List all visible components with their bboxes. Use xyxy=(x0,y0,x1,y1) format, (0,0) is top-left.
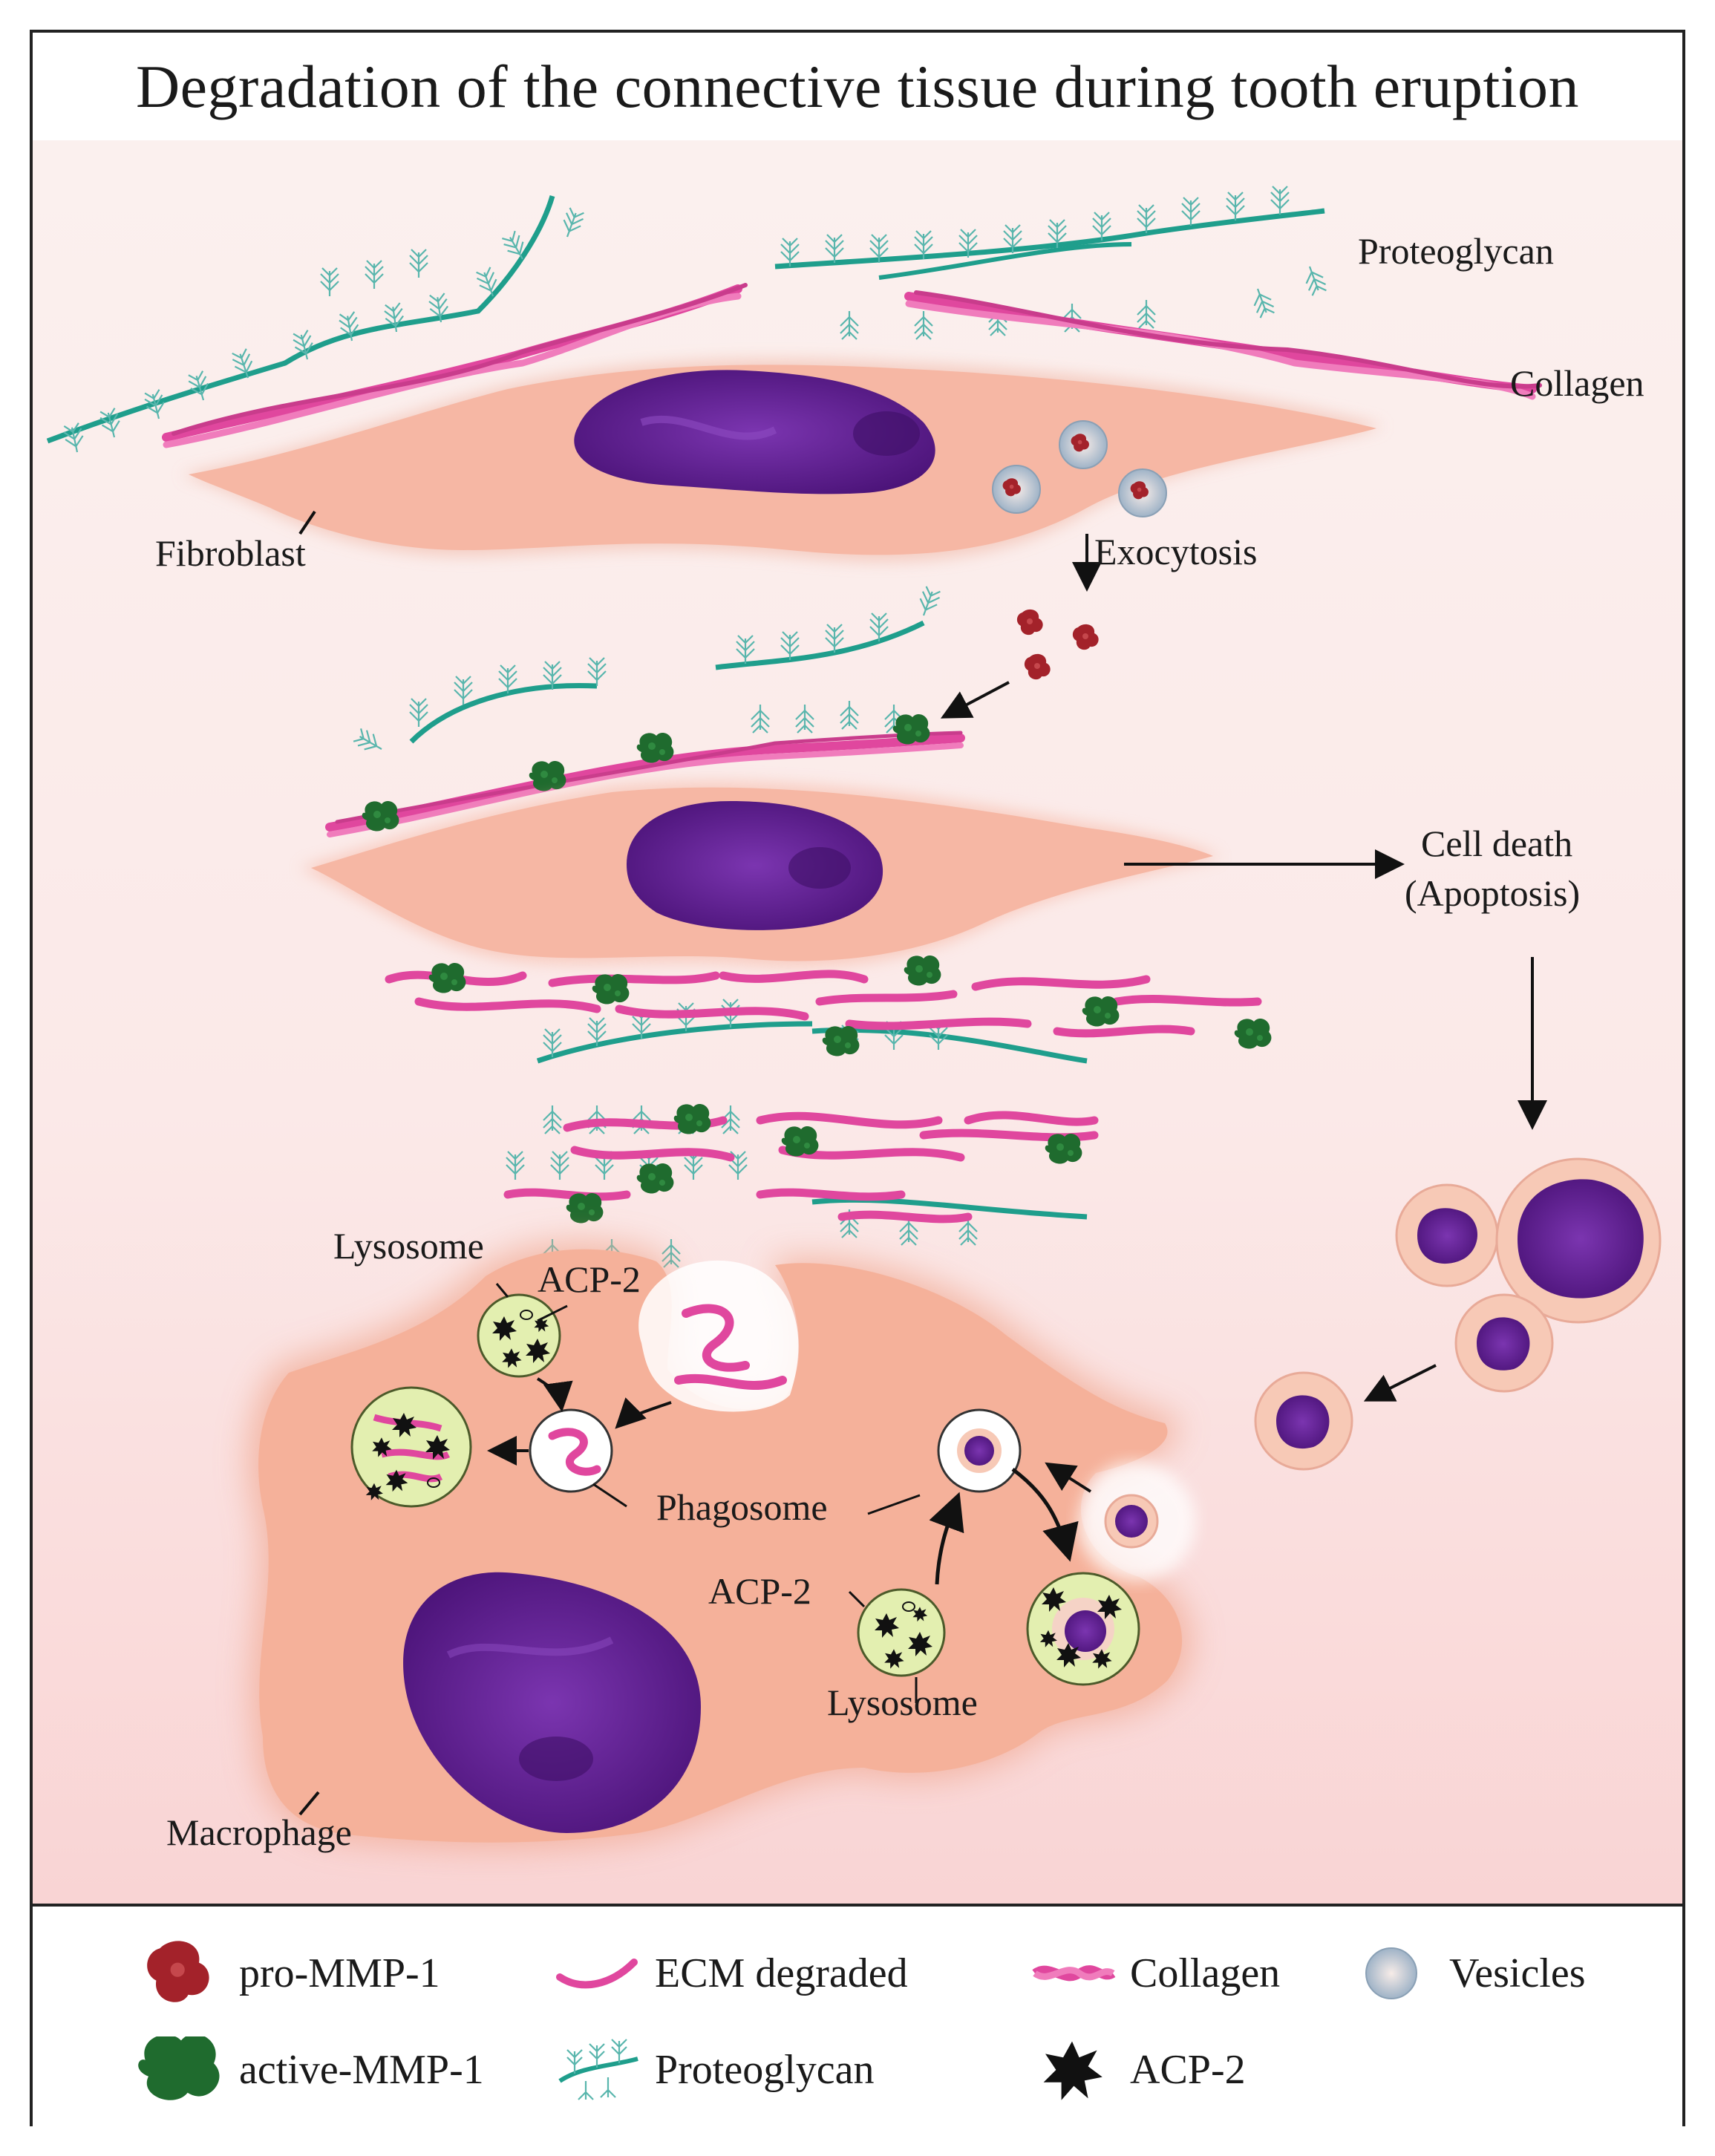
lysosome-top-pointer xyxy=(495,1283,509,1298)
label-lysosome-top: Lysosome xyxy=(333,1225,484,1267)
active-mmp1-icon xyxy=(137,2034,226,2103)
collagen-icon xyxy=(1028,1940,1117,2007)
label-collagen: Collagen xyxy=(1510,362,1644,404)
legend-label-pro-mmp1: pro-MMP-1 xyxy=(239,1950,440,1996)
fusion-arrow-left xyxy=(536,1377,573,1412)
figure-frame: Degradation of the connective tissue dur… xyxy=(30,30,1685,2129)
fibroblast-pointer xyxy=(298,510,316,535)
title-bar: Degradation of the connective tissue dur… xyxy=(33,33,1682,143)
legend-label-acp2: ACP-2 xyxy=(1130,2047,1246,2093)
label-acp2-top: ACP-2 xyxy=(538,1258,641,1300)
internalization-arrow-ecm xyxy=(615,1397,672,1429)
label-lysosome-bottom: Lysosome xyxy=(827,1682,978,1723)
label-acp2-bottom: ACP-2 xyxy=(708,1570,811,1612)
label-apoptosis: (Apoptosis) xyxy=(1405,872,1581,914)
pro-mmp1-icon xyxy=(137,1940,226,2007)
diagram-scene: Proteoglycan Collagen Fibroblast Exocyto… xyxy=(33,140,1682,1904)
proteoglycan-icon xyxy=(552,2036,641,2103)
figure-title: Degradation of the connective tissue dur… xyxy=(135,52,1580,120)
label-exocytosis: Exocytosis xyxy=(1094,531,1258,572)
fusion-arrow-right xyxy=(929,1492,964,1585)
legend-item-acp2: ACP-2 xyxy=(1028,2036,1246,2103)
phagosome-pointer-right xyxy=(867,1494,921,1515)
engulfment-arrow xyxy=(1363,1364,1437,1402)
collagen-fibers-middle xyxy=(325,731,965,837)
phagocytic-pocket-ecm xyxy=(638,1260,799,1412)
legend: pro-MMP-1 ECM degraded Collagen Vesicles… xyxy=(33,1904,1682,2129)
legend-label-proteoglycan: Proteoglycan xyxy=(655,2047,875,2093)
legend-label-ecm-degraded: ECM degraded xyxy=(655,1950,908,1996)
fibroblast-top xyxy=(181,359,1384,562)
acp2-icon xyxy=(1028,2036,1117,2103)
proteoglycan-network-middle xyxy=(351,585,943,758)
fibroblast-middle xyxy=(300,781,1221,967)
proteoglycan-network-degraded xyxy=(505,998,1088,1269)
legend-item-ecm-degraded: ECM degraded xyxy=(552,1940,908,2007)
activation-arrow xyxy=(940,681,1010,719)
legend-item-proteoglycan: Proteoglycan xyxy=(552,2036,874,2103)
collagen-fibers-top xyxy=(162,283,1542,448)
macrophage-pointer xyxy=(298,1791,320,1816)
vesicles-cluster xyxy=(992,420,1167,517)
collagen-fragments-degraded xyxy=(385,970,1262,1224)
legend-label-vesicles: Vesicles xyxy=(1449,1950,1586,1996)
label-cell-death: Cell death xyxy=(1421,823,1573,864)
phagolysosome-ecm xyxy=(350,1386,472,1508)
diagram-canvas xyxy=(33,140,1682,1904)
legend-label-active-mmp1: active-MMP-1 xyxy=(239,2047,484,2093)
lysosome-bottom xyxy=(857,1588,946,1677)
label-fibroblast: Fibroblast xyxy=(155,532,306,574)
phagocytic-pocket-apoptotic xyxy=(1078,1461,1196,1581)
phagolysosome-apoptotic xyxy=(1026,1572,1140,1686)
vesicles-icon xyxy=(1347,1940,1436,2007)
legend-item-collagen: Collagen xyxy=(1028,1940,1280,2007)
label-proteoglycan: Proteoglycan xyxy=(1358,230,1554,272)
legend-item-pro-mmp1: pro-MMP-1 xyxy=(137,1940,440,2007)
ecm-degraded-icon xyxy=(552,1940,641,2007)
legend-label-collagen: Collagen xyxy=(1130,1950,1281,1996)
acp2-bottom-pointer xyxy=(848,1590,866,1608)
label-phagosome: Phagosome xyxy=(656,1486,828,1528)
apoptotic-bodies xyxy=(1254,1157,1662,1471)
phagosome-apoptotic xyxy=(937,1408,1022,1493)
acp2-top-pointer xyxy=(537,1304,568,1322)
label-macrophage: Macrophage xyxy=(166,1812,352,1853)
phagosome-ecm xyxy=(529,1408,613,1493)
digestion-arrow-apoptotic xyxy=(1011,1468,1079,1562)
macrophage-nucleus xyxy=(403,1572,701,1833)
legend-item-vesicles: Vesicles xyxy=(1347,1940,1586,2007)
legend-item-active-mmp1: active-MMP-1 xyxy=(137,2034,484,2103)
lysosome-top xyxy=(477,1293,561,1378)
phagosome-pointer-left xyxy=(592,1483,627,1508)
internalization-arrow-apoptotic xyxy=(1045,1462,1092,1493)
